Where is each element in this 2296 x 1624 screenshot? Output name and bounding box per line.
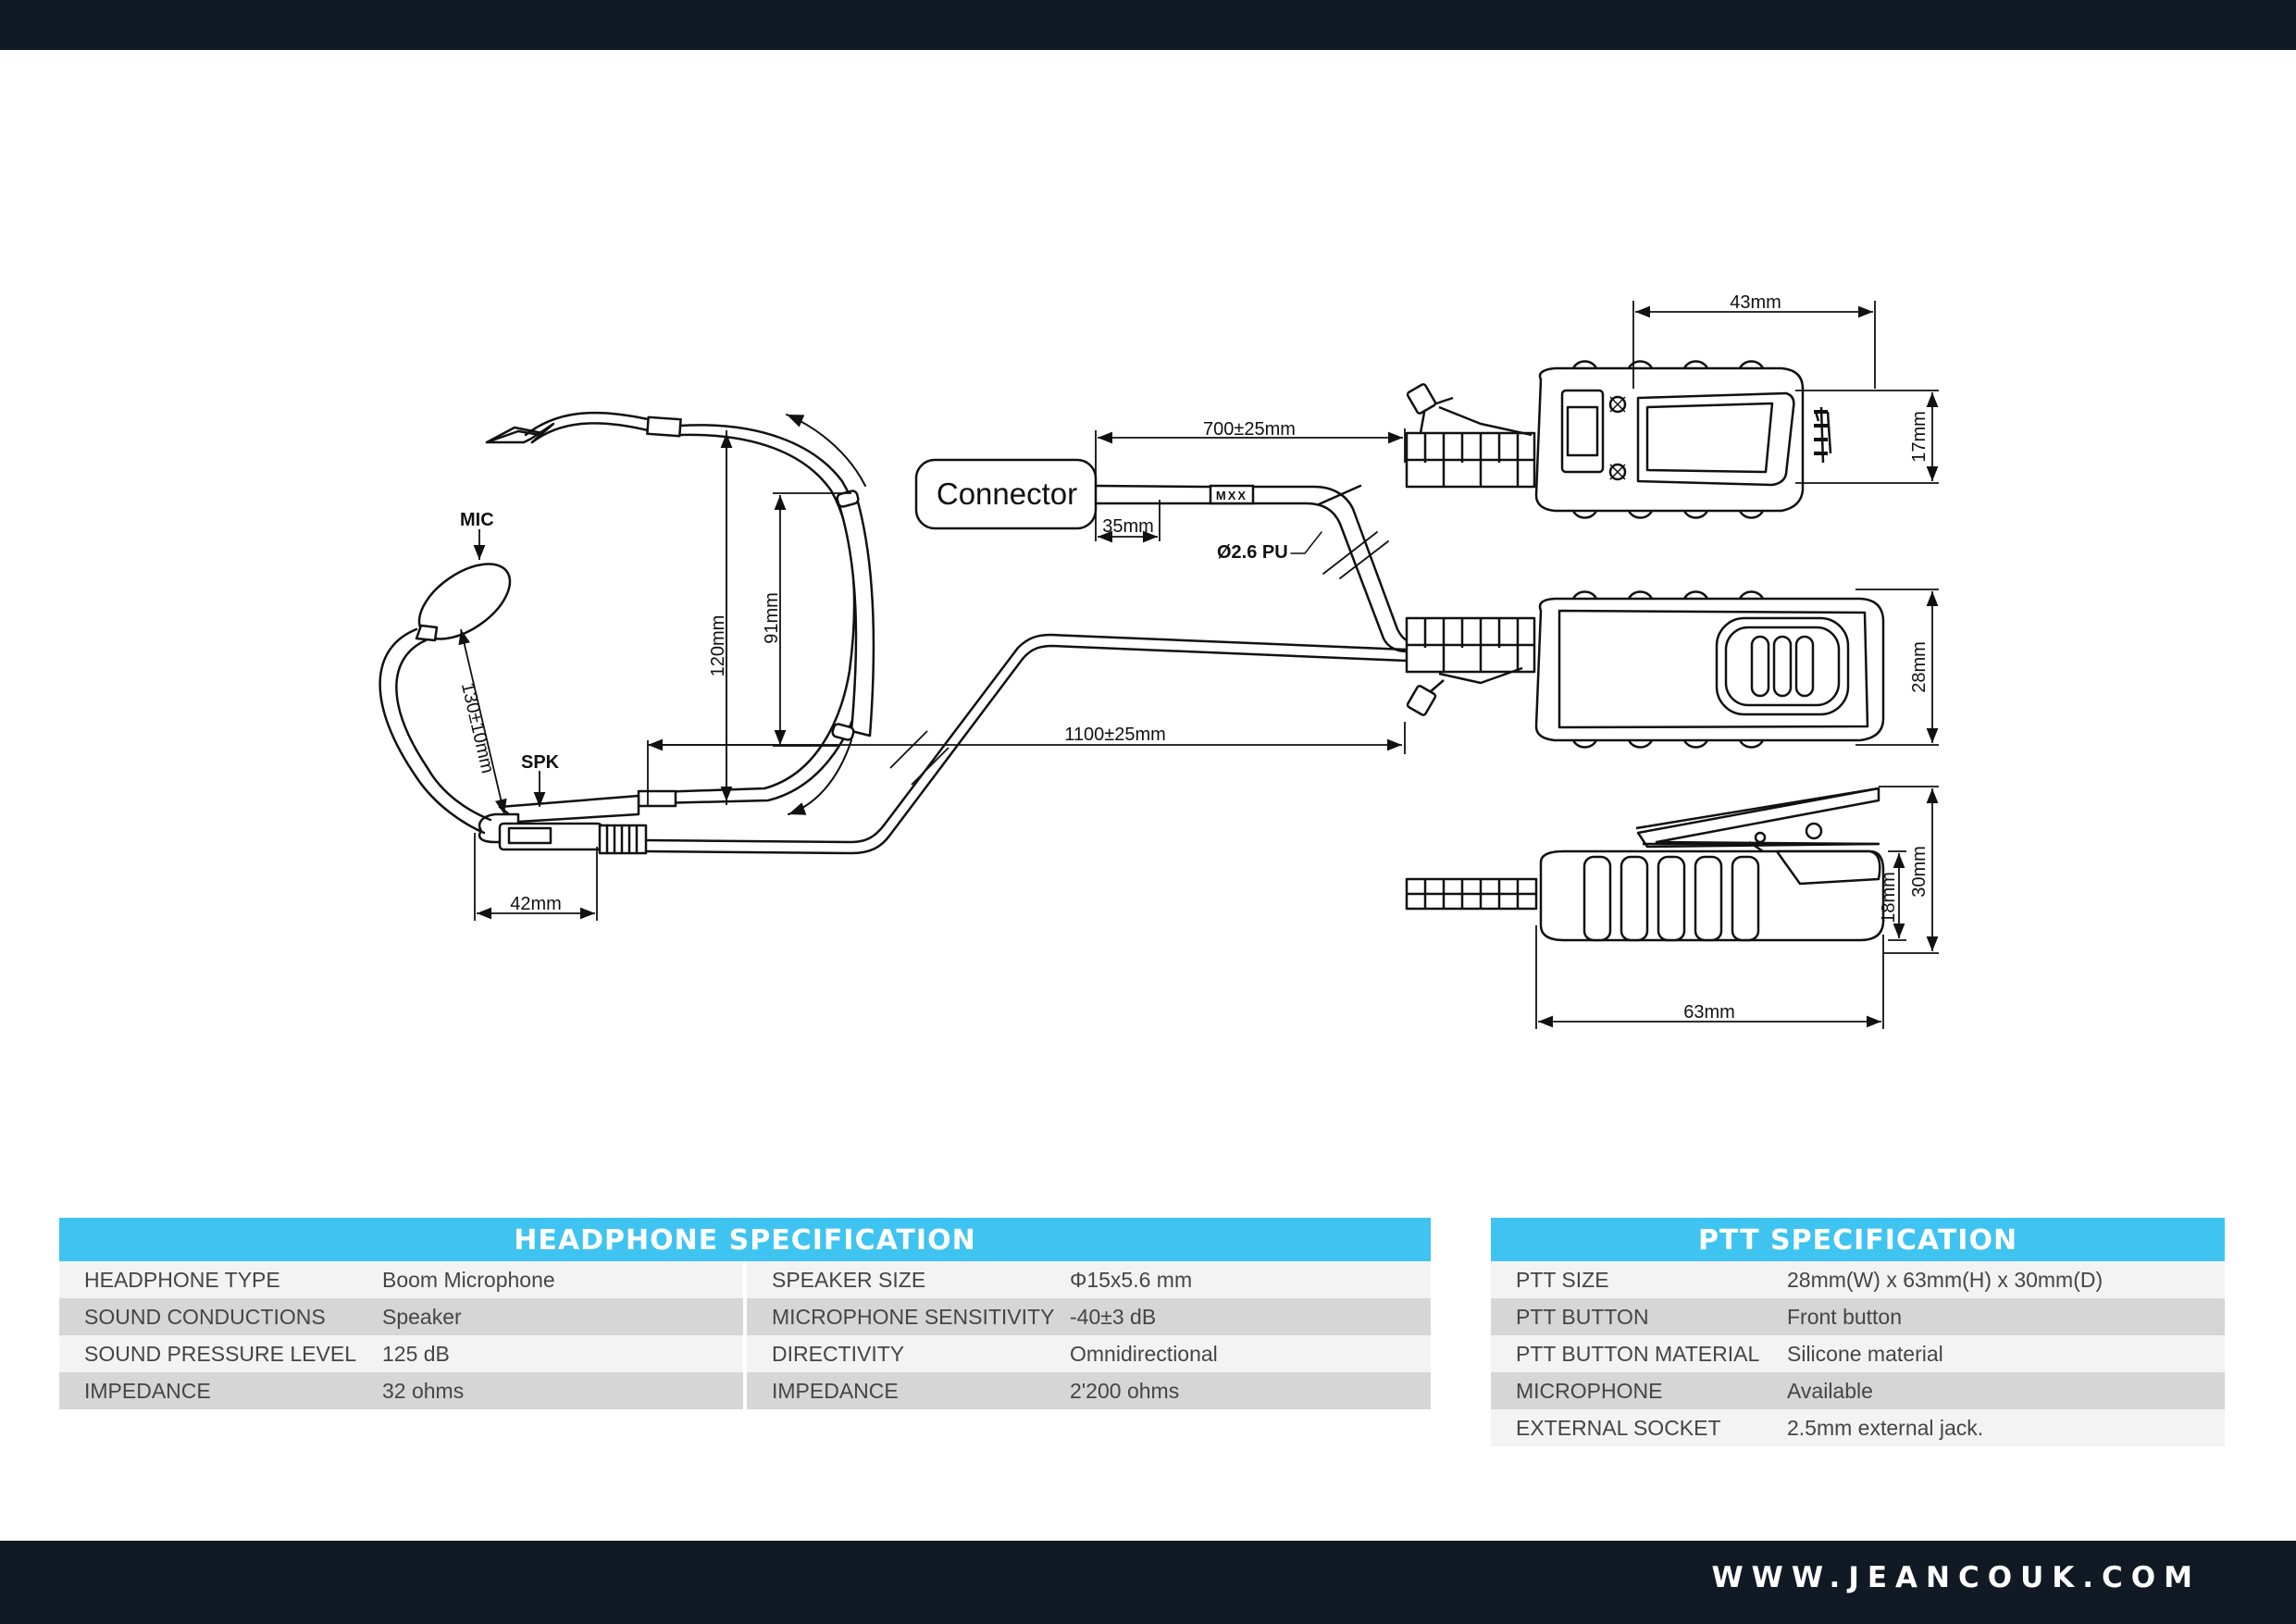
spec-value: Front button: [1787, 1305, 1903, 1329]
table-row: PTT BUTTON Front button: [1491, 1298, 2225, 1335]
table-row: EXTERNAL SOCKET 2.5mm external jack.: [1491, 1409, 2225, 1446]
spec-label: SPEAKER SIZE: [772, 1268, 926, 1292]
ptt-side-view: [1405, 787, 1885, 942]
ptt-spec-title: PTT SPECIFICATION: [1491, 1218, 2225, 1261]
table-row: PTT BUTTON MATERIAL Silicone material: [1491, 1335, 2225, 1372]
ptt-button-view: [1405, 590, 1885, 749]
connector-dimensions: [1095, 428, 1406, 543]
website-link[interactable]: WWW.JEANCOUK.COM: [1711, 1561, 2201, 1594]
headphone-spec-title: HEADPHONE SPECIFICATION: [59, 1218, 1431, 1261]
headphone-spec-table: HEADPHONE SPECIFICATION HEADPHONE TYPE B…: [59, 1218, 1431, 1409]
ptt-clip-view: [1405, 360, 1832, 519]
spec-value: Φ15x5.6 mm: [1070, 1268, 1193, 1292]
table-row: SOUND PRESSURE LEVEL 125 dB DIRECTIVITY …: [59, 1335, 1431, 1372]
dim-1100mm: 1100±25mm: [1064, 725, 1166, 745]
ptt-spec-table: PTT SPECIFICATION PTT SIZE 28mm(W) x 63m…: [1491, 1218, 2225, 1446]
headset-dimensions: [458, 430, 1406, 921]
spec-label: MICROPHONE: [1516, 1379, 1663, 1403]
spec-value: 28mm(W) x 63mm(H) x 30mm(D): [1787, 1268, 2104, 1292]
dim-130mm: 130±10mm: [457, 680, 498, 775]
spk-label: SPK: [521, 752, 560, 773]
spec-label: EXTERNAL SOCKET: [1516, 1416, 1721, 1440]
table-row: HEADPHONE TYPE Boom Microphone SPEAKER S…: [59, 1261, 1431, 1298]
spec-value: Silicone material: [1787, 1342, 1943, 1366]
dim-42mm: 42mm: [510, 894, 562, 914]
spec-label: IMPEDANCE: [84, 1379, 211, 1403]
spec-value: Omnidirectional: [1070, 1342, 1218, 1366]
footer-bar: WWW.JEANCOUK.COM: [0, 1541, 2296, 1624]
spec-label: DIRECTIVITY: [772, 1342, 905, 1366]
dim-700mm: 700±25mm: [1203, 419, 1296, 440]
spec-value: Boom Microphone: [382, 1268, 555, 1292]
dim-35mm: 35mm: [1102, 516, 1154, 537]
dim-28mm: 28mm: [1909, 641, 1930, 693]
spec-label: SOUND PRESSURE LEVEL: [84, 1342, 356, 1366]
dim-43mm: 43mm: [1730, 292, 1781, 313]
cable-marker: MXX: [1216, 489, 1247, 502]
mic-label: MIC: [460, 510, 494, 530]
dim-30mm: 30mm: [1909, 846, 1930, 898]
technical-drawing: MIC SPK 120mm 91mm 42mm 130±10mm 1100±25…: [379, 292, 1939, 1029]
spec-value: Available: [1787, 1379, 1873, 1403]
spec-value: 32 ohms: [382, 1379, 465, 1403]
spec-value: 2'200 ohms: [1070, 1379, 1180, 1403]
dim-91mm: 91mm: [762, 592, 782, 644]
table-row: SOUND CONDUCTIONS Speaker MICROPHONE SEN…: [59, 1298, 1431, 1335]
ptt-dimensions: [1535, 301, 1939, 1029]
spec-value: -40±3 dB: [1070, 1305, 1157, 1329]
spec-value: 125 dB: [382, 1342, 450, 1366]
dim-63mm: 63mm: [1683, 1002, 1735, 1023]
dim-17mm: 17mm: [1909, 411, 1930, 463]
spec-label: SOUND CONDUCTIONS: [84, 1305, 326, 1329]
table-row: PTT SIZE 28mm(W) x 63mm(H) x 30mm(D): [1491, 1261, 2225, 1298]
headset-drawing: [379, 411, 1409, 855]
spec-label: IMPEDANCE: [772, 1379, 899, 1403]
top-bar: [0, 0, 2296, 50]
connector-drawing: [914, 458, 1409, 653]
spec-value: 2.5mm external jack.: [1787, 1416, 1984, 1440]
dim-120mm: 120mm: [708, 615, 728, 677]
table-row: IMPEDANCE 32 ohms IMPEDANCE 2'200 ohms: [59, 1372, 1431, 1409]
table-row: MICROPHONE Available: [1491, 1372, 2225, 1409]
connector-label: Connector: [937, 477, 1077, 511]
dim-18mm: 18mm: [1879, 872, 1899, 924]
spec-label: PTT BUTTON MATERIAL: [1516, 1342, 1760, 1366]
cable-pu-label: Ø2.6 PU: [1217, 542, 1288, 563]
spec-value: Speaker: [382, 1305, 462, 1329]
spec-label: PTT SIZE: [1516, 1268, 1609, 1292]
spec-label: PTT BUTTON: [1516, 1305, 1649, 1329]
spec-label: MICROPHONE SENSITIVITY: [772, 1305, 1055, 1329]
spec-label: HEADPHONE TYPE: [84, 1268, 280, 1292]
